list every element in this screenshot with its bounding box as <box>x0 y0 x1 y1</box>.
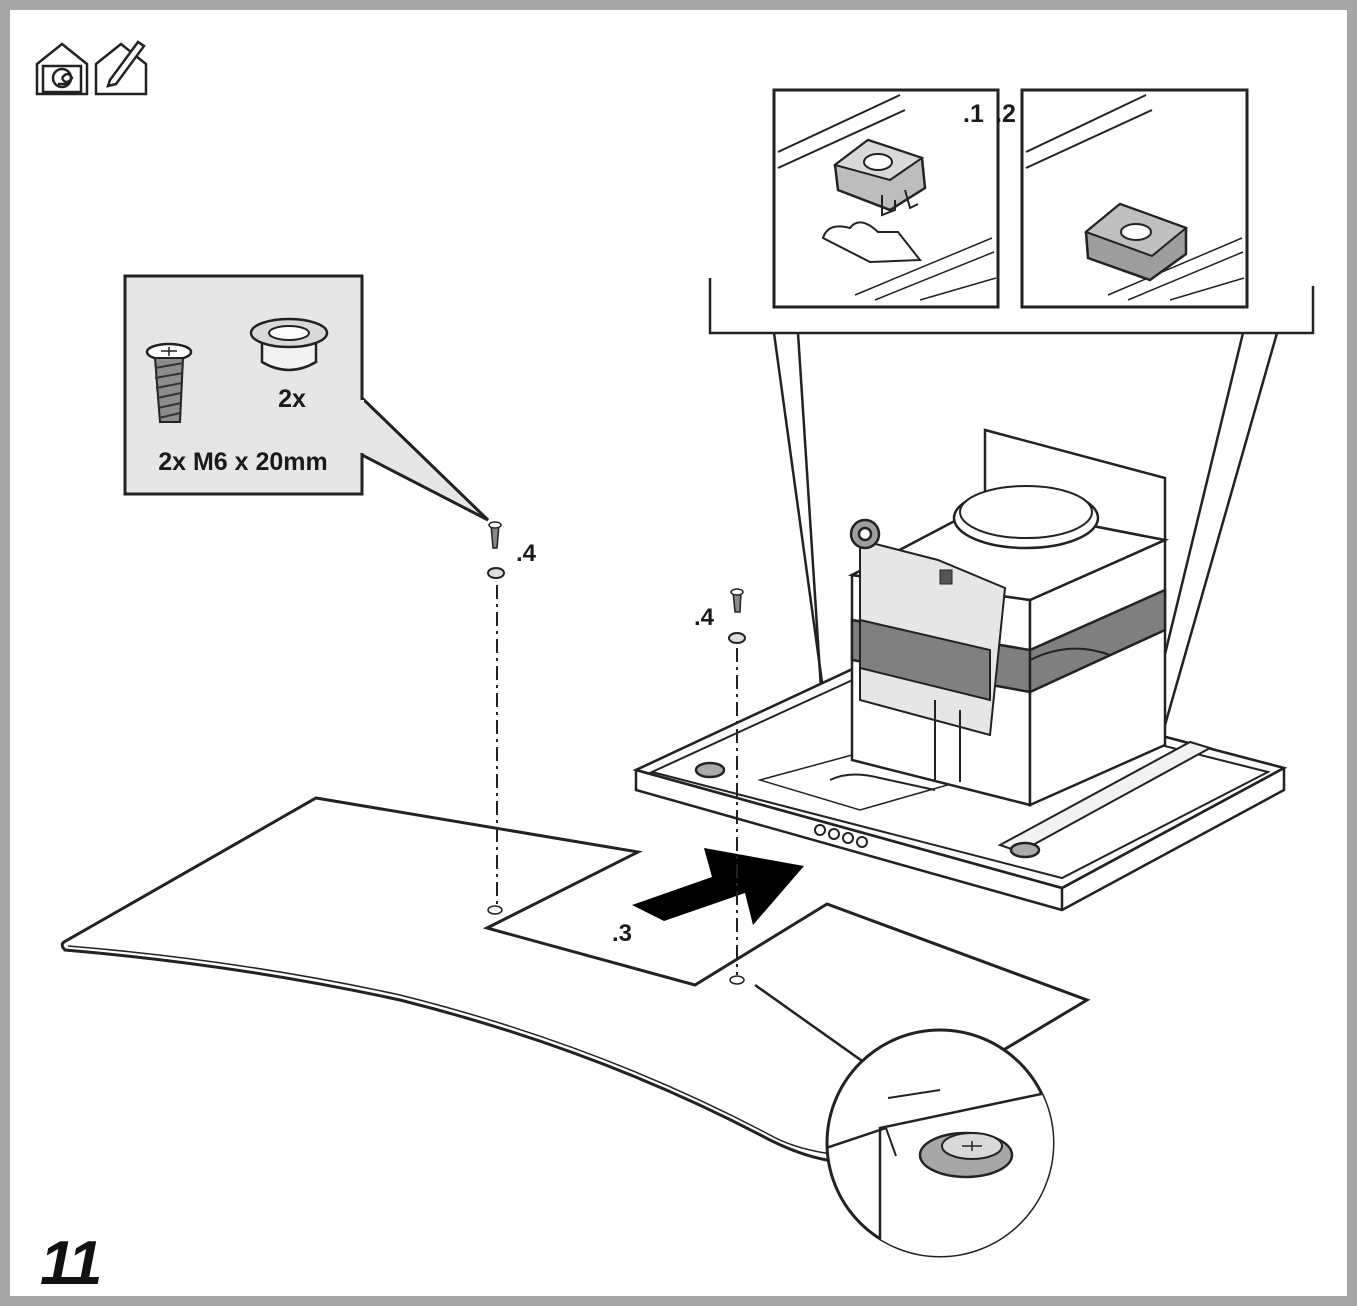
screw-icon <box>145 342 193 423</box>
callout-2-label: .2 <box>995 100 1016 128</box>
zoom-detail <box>754 983 1055 1258</box>
callout-1-label: .1 <box>963 100 984 128</box>
washer-icon <box>249 317 329 372</box>
assembly-diagram: 2x 2x M6 x 20mm .1 .2 <box>35 40 1315 1258</box>
screw-spec-label: 2x M6 x 20mm <box>158 448 328 476</box>
left-fixing-point: .4 <box>487 521 537 915</box>
callout-3-label: .3 <box>612 920 632 947</box>
parts-box: 2x 2x M6 x 20mm <box>123 274 490 522</box>
callout-4-right-label: .4 <box>694 604 715 631</box>
callout-4-left-label: .4 <box>516 540 537 567</box>
detail-panel-2 <box>1020 88 1249 309</box>
insert-direction-arrow <box>632 848 804 925</box>
motor-unit <box>847 428 1170 807</box>
house-fan-icon <box>35 42 89 96</box>
washer-quantity-label: 2x <box>278 385 306 413</box>
right-fixing-point: .4 <box>694 588 746 985</box>
house-pencil-icon <box>94 40 148 96</box>
step-number: 11 <box>40 1229 102 1298</box>
detail-panel-1: .1 .2 <box>772 88 1016 309</box>
